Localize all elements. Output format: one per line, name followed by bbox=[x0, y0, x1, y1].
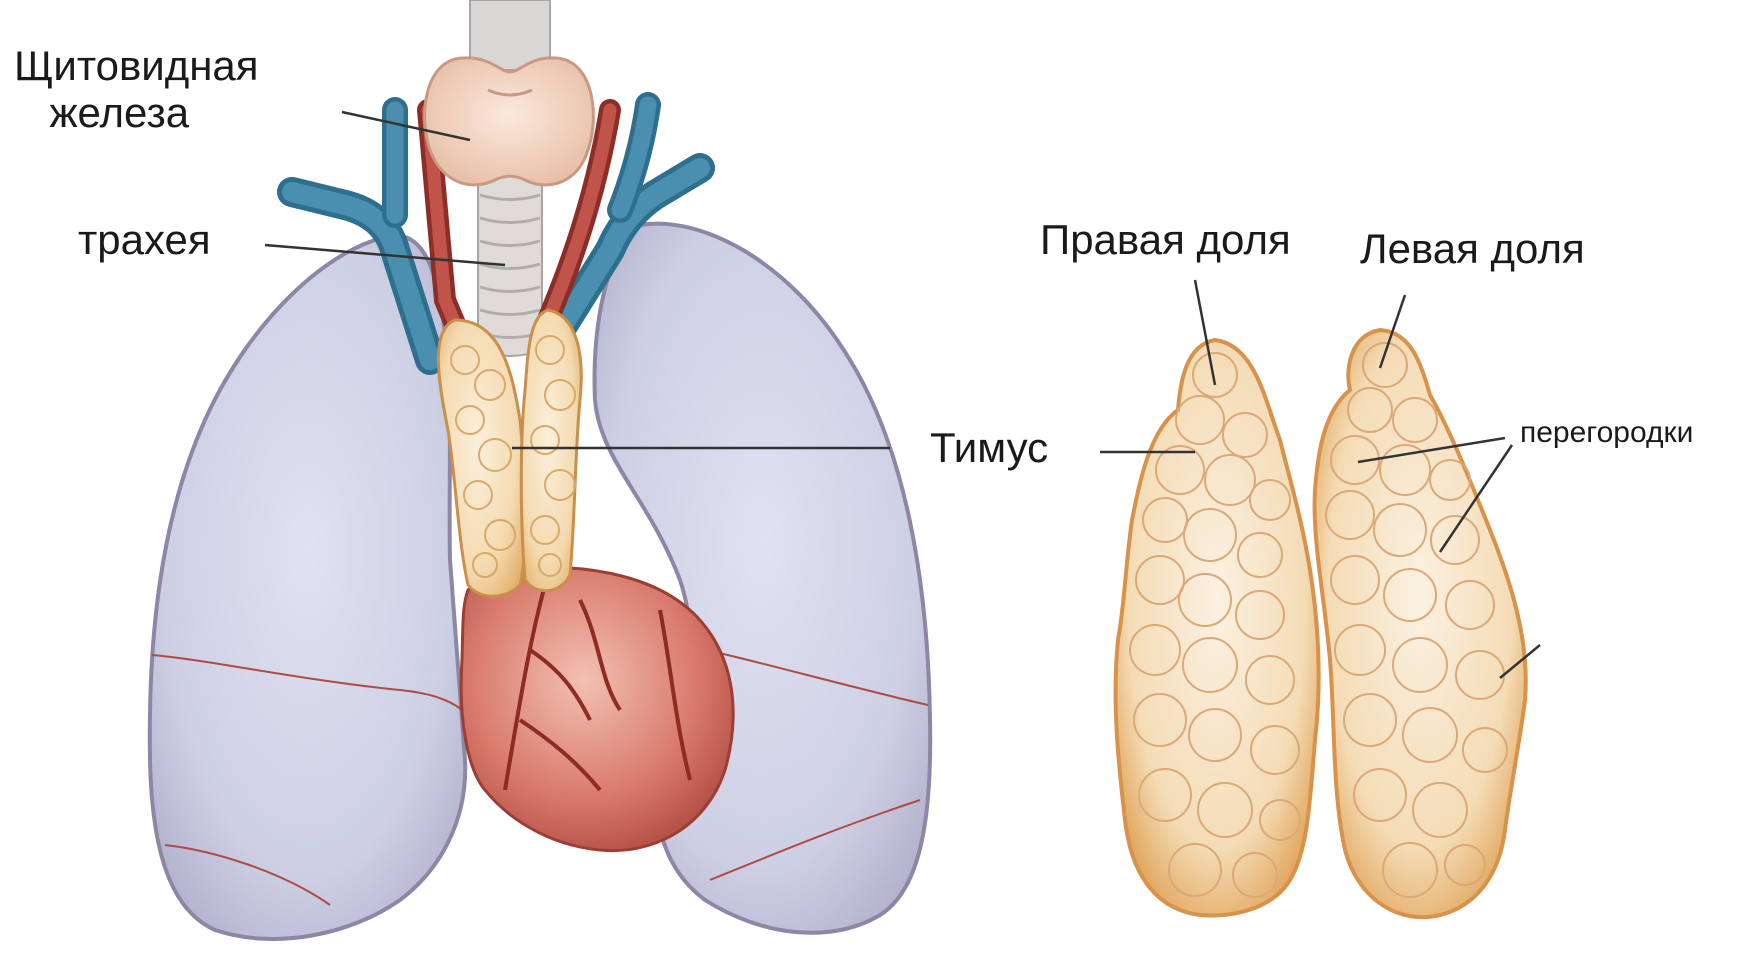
septa-label: перегородки bbox=[1520, 416, 1693, 450]
trachea-label: трахея bbox=[78, 216, 211, 263]
left-lobe-label: Левая доля bbox=[1360, 225, 1585, 272]
thyroid-label: Щитовидная железа bbox=[14, 42, 259, 136]
thyroid-label-line1: Щитовидная bbox=[14, 42, 259, 89]
thymus-label: Тимус bbox=[930, 424, 1048, 471]
right-lobe-label: Правая доля bbox=[1040, 216, 1291, 263]
isolated-thymus-illustration bbox=[1116, 330, 1526, 917]
thyroid-label-line2: железа bbox=[0, 89, 259, 136]
thyroid-gland-illustration bbox=[425, 58, 594, 185]
thorax-illustration bbox=[150, 0, 930, 939]
